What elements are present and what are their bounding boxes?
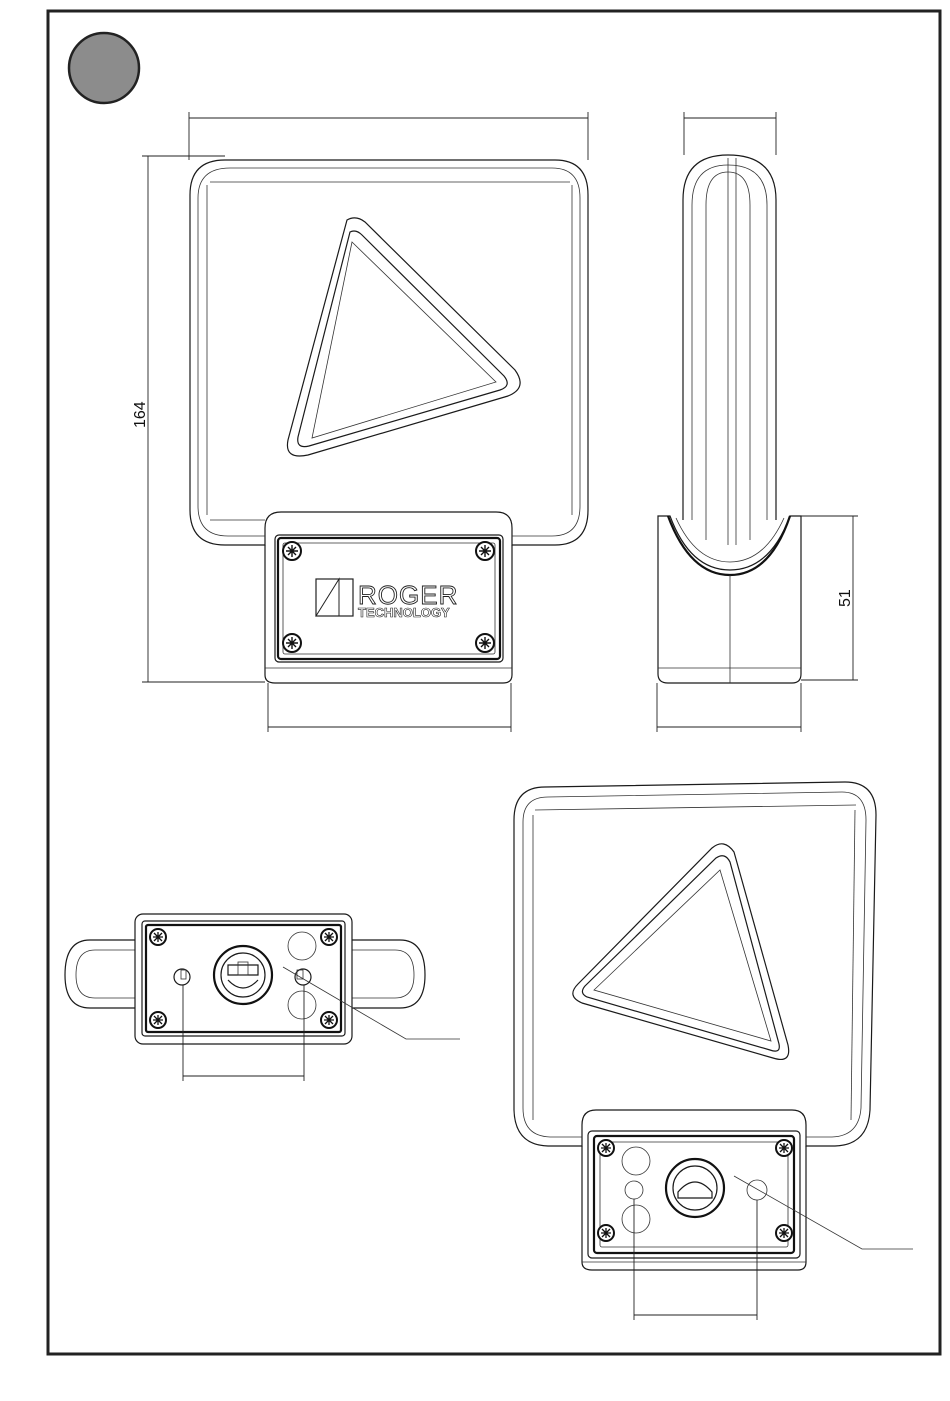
rear-view bbox=[514, 782, 913, 1320]
roger-logo: ROGER TECHNOLOGY bbox=[316, 579, 458, 620]
screw-icon bbox=[283, 542, 301, 560]
screw-icon bbox=[776, 1140, 792, 1156]
screw-icon bbox=[150, 929, 166, 945]
base-height-dimension-label: 51 bbox=[837, 589, 854, 607]
screw-icon bbox=[776, 1225, 792, 1241]
screw-icon bbox=[321, 929, 337, 945]
screw-icon bbox=[598, 1225, 614, 1241]
screw-icon bbox=[283, 634, 301, 652]
figure-badge bbox=[69, 33, 139, 103]
side-view: 51 bbox=[657, 112, 858, 732]
height-dimension-label: 164 bbox=[132, 401, 149, 428]
logo-line2: TECHNOLOGY bbox=[358, 605, 450, 620]
screw-icon bbox=[321, 1012, 337, 1028]
screw-icon bbox=[476, 542, 494, 560]
front-view: ROGER TECHNOLOGY 164 bbox=[132, 112, 588, 732]
bottom-view bbox=[65, 914, 460, 1081]
screw-icon bbox=[476, 634, 494, 652]
screw-icon bbox=[598, 1140, 614, 1156]
screw-icon bbox=[150, 1012, 166, 1028]
